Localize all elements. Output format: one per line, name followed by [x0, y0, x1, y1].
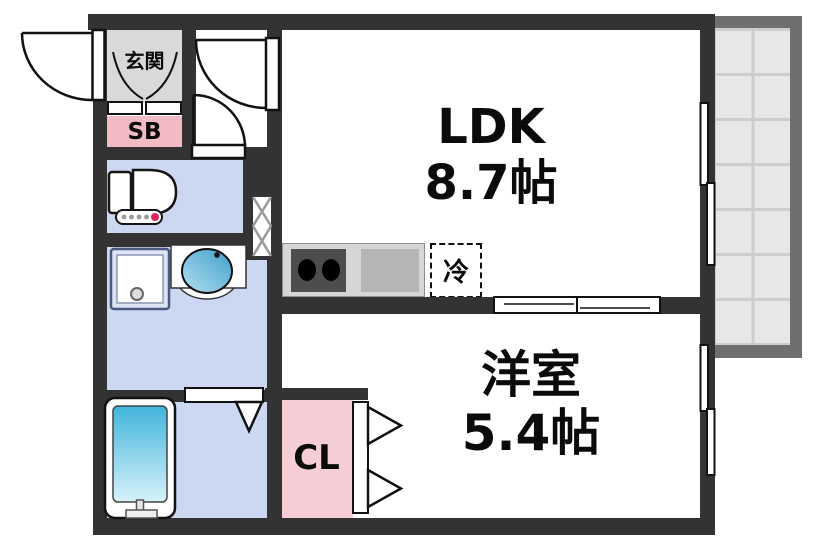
room-genkan: [107, 28, 182, 103]
wall-bottom: [93, 518, 715, 535]
wall-top: [88, 14, 715, 30]
wall-toilet-washroom: [93, 233, 282, 247]
balcony-tiles: [713, 28, 790, 345]
genkan-label: 玄関: [124, 49, 165, 73]
sliding-window-bedroom-icon: [699, 344, 716, 476]
genkan-step-icon: [107, 51, 182, 115]
bath-folding-door-icon: [184, 387, 264, 435]
stove-burners-icon: [298, 259, 340, 281]
ldk-label: LDK 8.7帖: [282, 99, 700, 211]
ldk-name: LDK: [437, 99, 545, 155]
room-closet: CL: [280, 398, 353, 518]
closet-folding-door-icon: [352, 401, 404, 514]
washing-machine-pan-icon: [109, 247, 171, 311]
toilet-door-swing-icon: [190, 93, 247, 160]
front-door-swing-icon: [20, 28, 106, 102]
washbasin-icon: [170, 244, 247, 300]
ldk-area: 8.7帖: [424, 154, 558, 211]
sliding-door-partition-icon: [493, 296, 661, 314]
pipe-space-x-icon: [251, 196, 273, 257]
closet-label: CL: [293, 438, 340, 478]
refrigerator-label: 冷: [442, 258, 469, 288]
wall-left: [93, 14, 107, 535]
sliding-window-ldk-icon: [699, 102, 716, 266]
kitchen-sink-icon: [361, 249, 419, 292]
shoe-box-label: SB: [127, 118, 162, 145]
bathtub-icon: [103, 396, 177, 520]
toilet-icon: [107, 168, 178, 225]
western-room-name: 洋室: [481, 346, 581, 404]
ldk-door-swing-icon: [194, 36, 281, 112]
room-shoe-box: SB: [107, 116, 182, 147]
western-room-label: 洋室 5.4帖: [362, 346, 700, 462]
western-room-area: 5.4帖: [461, 404, 601, 462]
wall-closet-top: [265, 388, 368, 400]
refrigerator-box: 冷: [430, 243, 482, 298]
